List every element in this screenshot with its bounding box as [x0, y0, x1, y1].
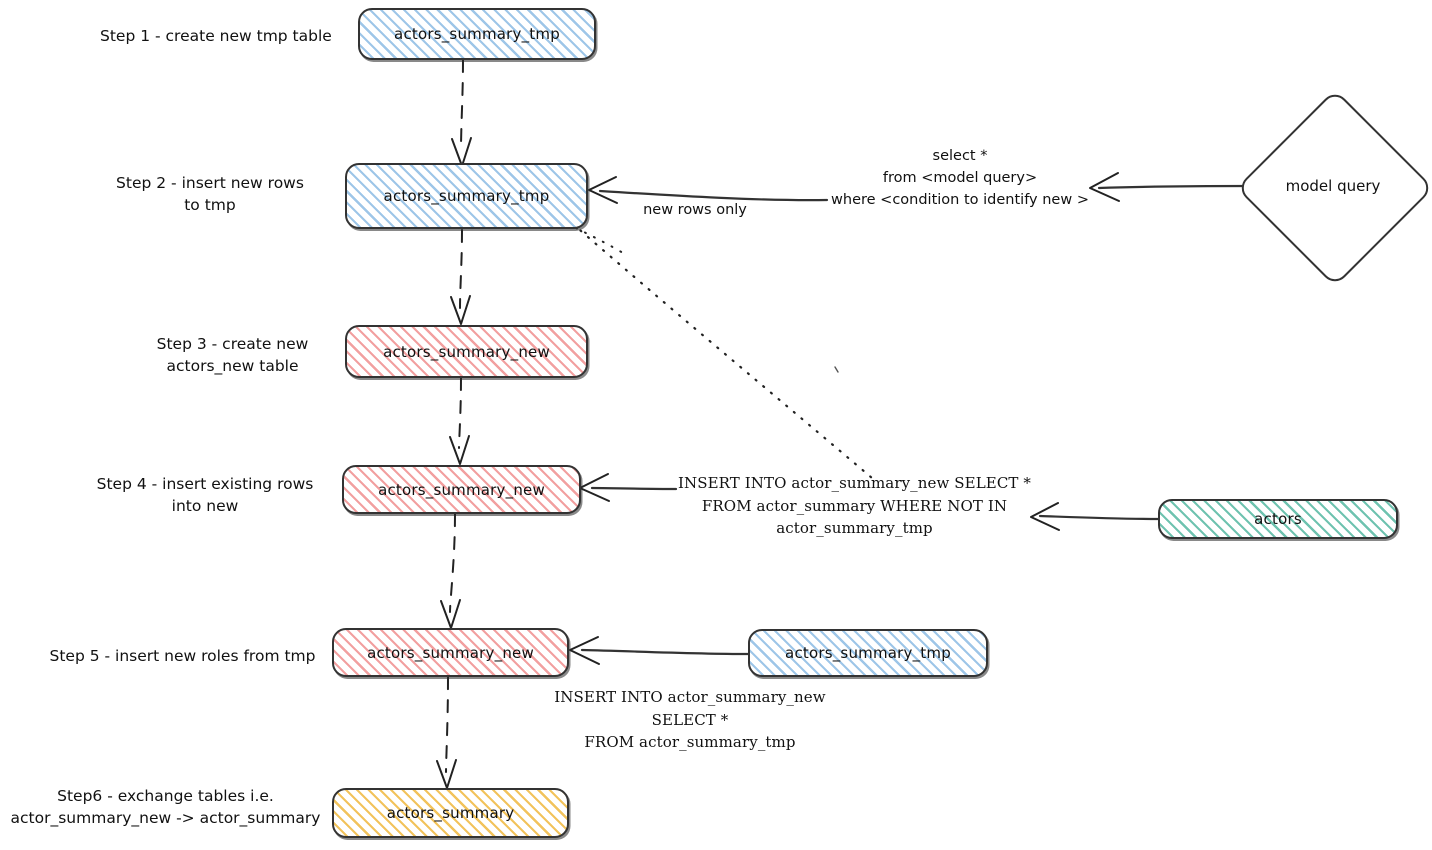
node-step3-label: actors_summary_new [383, 342, 550, 361]
edge-label-step5-sql: INSERT INTO actor_summary_new SELECT * F… [554, 688, 826, 751]
node-step2-label: actors_summary_tmp [383, 187, 550, 205]
node-step5-label: actors_summary_new [367, 643, 534, 662]
edge-label-step4-sql: INSERT INTO actor_summary_new SELECT * F… [678, 474, 1031, 537]
node-model-query[interactable]: model query [1236, 89, 1432, 287]
caption-step1: Step 1 - create new tmp table [100, 27, 332, 45]
node-actors-source[interactable]: actors [1158, 499, 1398, 539]
node-step2-actors-summary-tmp[interactable]: actors_summary_tmp [345, 163, 588, 229]
edge-step1-step2 [451, 59, 472, 167]
edge-modelquery-sql [1089, 172, 1252, 202]
edge-step4-step5 [440, 513, 461, 629]
node-step6-label: actors_summary [386, 804, 515, 822]
edge-sql-step4 [579, 473, 678, 502]
edge-step2-dotted-step4sql [571, 222, 874, 480]
caption-step3: Step 3 - create new actors_new table [156, 335, 309, 376]
caption-step6: Step6 - exchange tables i.e. actor_summa… [10, 787, 321, 828]
node-step4-label: actors_summary_new [378, 480, 545, 499]
caption-step2: Step 2 - insert new rows to tmp [116, 174, 304, 215]
edge-actors-sql [1030, 502, 1160, 531]
stray-mark [834, 366, 839, 373]
caption-step4: Step 4 - insert existing rows into new [96, 475, 314, 516]
edge-step3-step4 [449, 377, 470, 465]
node-step1-actors-summary-tmp[interactable]: actors_summary_tmp [358, 8, 596, 60]
node-actors-source-label: actors [1254, 510, 1302, 528]
edge-tmp-step5 [569, 636, 750, 665]
node-step1-label: actors_summary_tmp [394, 25, 560, 43]
edge-label-new-rows-only: new rows only [643, 202, 747, 218]
node-tmp-source-label: actors_summary_tmp [785, 644, 951, 662]
edge-step2-step3 [450, 229, 471, 325]
node-step4-actors-summary-new[interactable]: actors_summary_new [342, 465, 581, 514]
node-step5-actors-summary-new[interactable]: actors_summary_new [332, 628, 569, 677]
node-model-query-label: model query [1285, 177, 1381, 195]
caption-step5: Step 5 - insert new roles from tmp [49, 647, 316, 665]
node-step6-actors-summary[interactable]: actors_summary [332, 788, 569, 838]
edge-label-model-query-sql: select * from <model query> where <condi… [831, 148, 1089, 208]
node-step3-actors-summary-new[interactable]: actors_summary_new [345, 325, 588, 378]
node-tmp-source[interactable]: actors_summary_tmp [748, 629, 988, 677]
edge-step5-step6 [436, 676, 457, 789]
